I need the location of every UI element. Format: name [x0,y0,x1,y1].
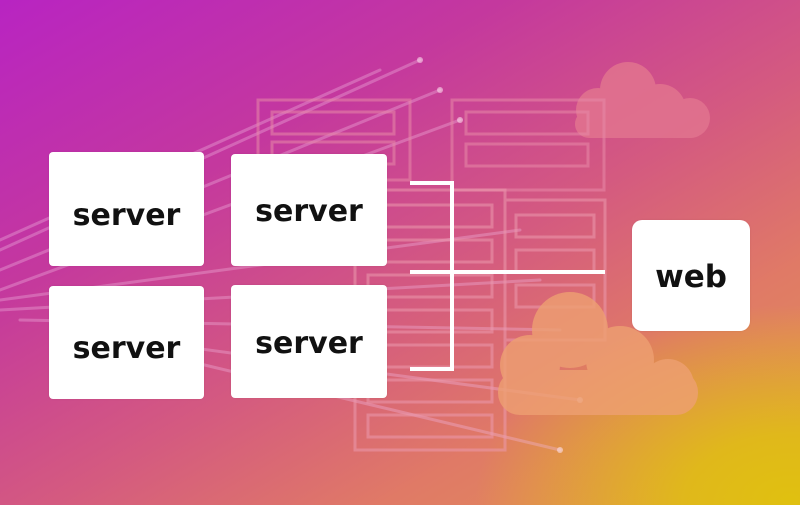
server-node-label: server [255,326,363,361]
server-node: server [49,286,204,399]
server-node: server [49,152,204,266]
server-node: server [231,285,387,398]
bracket-connector [410,181,454,371]
server-node-label: server [72,197,181,233]
web-node-label: web [655,258,727,295]
server-node-label: server [72,331,181,366]
server-node-label: server [255,193,363,229]
cloud-icon [498,292,698,415]
fiber-optic-dots-icon [417,57,583,453]
web-node: web [632,220,750,331]
server-node: server [231,154,387,266]
